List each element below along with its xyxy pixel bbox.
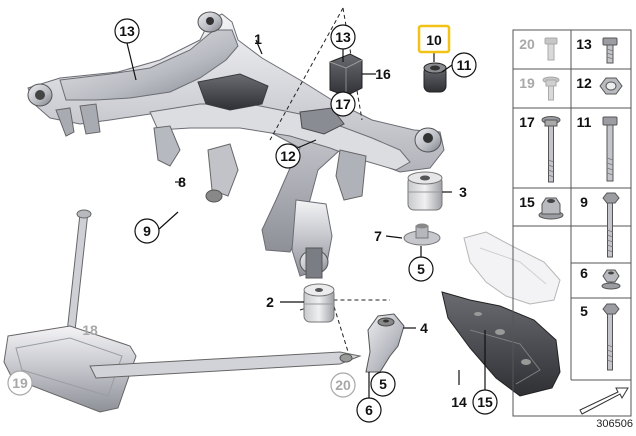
label-14: 14 xyxy=(451,394,467,410)
callouts xyxy=(7,18,498,423)
table-label-17: 17 xyxy=(519,114,535,130)
rear-axle-subframe xyxy=(27,11,445,279)
table-label-15: 15 xyxy=(519,194,535,210)
table-label-19: 19 xyxy=(519,75,535,91)
table-label-6: 6 xyxy=(580,265,588,281)
part-14-underbody-shield xyxy=(441,291,561,397)
label-4: 4 xyxy=(420,320,428,336)
part-10-bushing xyxy=(423,62,447,93)
label-17: 17 xyxy=(335,96,351,112)
label-13-left: 13 xyxy=(119,23,135,39)
part-16-mount-block xyxy=(329,53,363,97)
bolt-20-icon xyxy=(544,37,558,61)
label-19: 19 xyxy=(12,375,28,391)
label-15: 15 xyxy=(477,394,493,410)
label-16: 16 xyxy=(375,66,391,82)
part-4-bracket xyxy=(365,313,405,373)
part-18-strut-and-plate xyxy=(3,209,362,413)
bolt-17-icon xyxy=(541,116,561,183)
part-2-rubber-mount xyxy=(303,283,335,323)
part-3-rubber-mount xyxy=(407,171,443,211)
view-direction-arrow-icon xyxy=(579,387,629,415)
label-11: 11 xyxy=(457,57,472,73)
label-8: 8 xyxy=(178,174,186,190)
nut-12-icon xyxy=(599,77,623,95)
label-7: 7 xyxy=(374,228,382,244)
table-label-20: 20 xyxy=(519,36,535,52)
label-6: 6 xyxy=(365,402,373,418)
label-13-top: 13 xyxy=(335,29,351,45)
part-7-washer xyxy=(403,223,441,246)
label-18: 18 xyxy=(82,322,98,338)
label-20: 20 xyxy=(335,377,351,393)
table-label-9: 9 xyxy=(580,194,588,210)
highlight-box-part-10 xyxy=(417,24,451,54)
control-arm-phantom xyxy=(463,231,561,305)
table-label-11: 11 xyxy=(577,114,592,130)
label-2: 2 xyxy=(266,294,274,310)
document-number: 306506 xyxy=(596,418,633,430)
label-5-washer: 5 xyxy=(417,261,425,277)
fastener-table xyxy=(512,29,632,417)
table-label-12: 12 xyxy=(576,75,592,91)
table-label-5: 5 xyxy=(580,303,588,319)
nut-6-icon xyxy=(601,269,621,290)
label-1: 1 xyxy=(254,31,262,47)
nut-15-icon xyxy=(538,197,564,220)
bolt-9-icon xyxy=(602,192,620,258)
label-9: 9 xyxy=(143,223,151,239)
bolt-13-icon xyxy=(602,37,618,64)
bolt-11-icon xyxy=(602,116,618,182)
label-3: 3 xyxy=(459,184,467,200)
table-label-13: 13 xyxy=(576,36,592,52)
label-12: 12 xyxy=(280,148,296,164)
label-5-bracket: 5 xyxy=(379,376,387,392)
bolt-19-icon xyxy=(542,76,560,101)
label-10: 10 xyxy=(426,32,442,48)
bolt-5-icon xyxy=(602,303,620,371)
